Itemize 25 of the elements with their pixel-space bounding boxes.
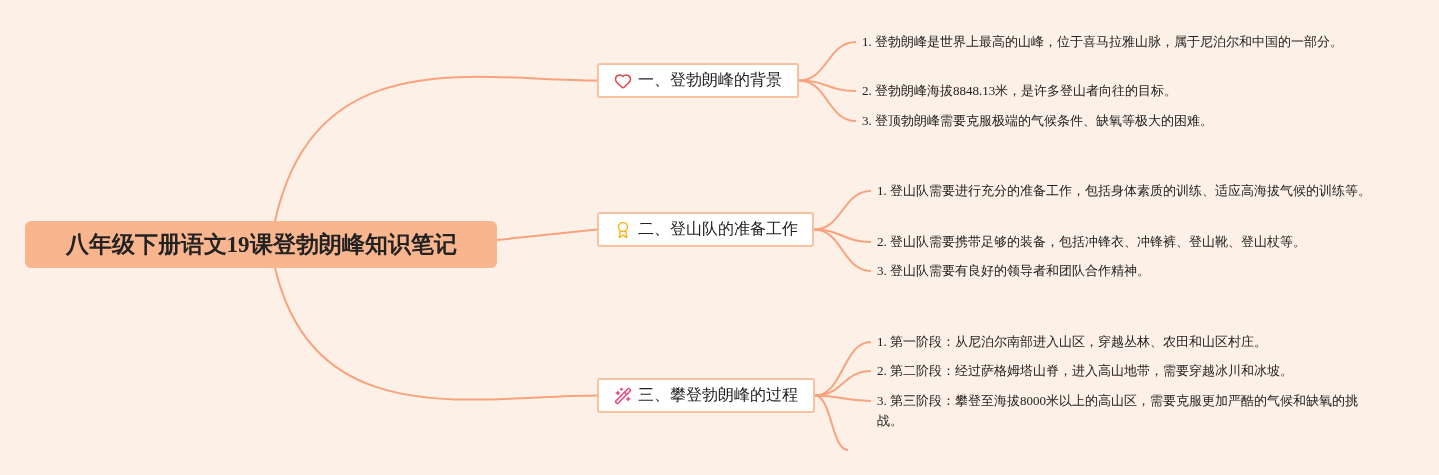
topic-text: 一、登勃朗峰的背景 [638, 70, 782, 90]
note-text: 2. 第二阶段：经过萨格姆塔山脊，进入高山地带，需要穿越冰川和冰坡。 [877, 361, 1377, 381]
topic-text: 三、攀登勃朗峰的过程 [638, 385, 798, 405]
connector-line [814, 394, 849, 451]
connector-line [496, 228, 598, 241]
branch-topic [597, 212, 814, 247]
topic-text: 二、登山队的准备工作 [637, 219, 798, 239]
note-text: 1. 第一阶段：从尼泊尔南部进入山区，穿越丛林、农田和山区村庄。 [877, 332, 1377, 352]
note-text: 1. 登山队需要进行充分的准备工作，包括身体素质的训练、适应高海拔气候的训练等。 [877, 181, 1377, 201]
connector-line [274, 267, 598, 401]
note-text: 3. 登山队需要有良好的领导者和团队合作精神。 [877, 261, 1377, 281]
note-text: 2. 登勃朗峰海拔8848.13米，是许多登山者向往的目标。 [862, 81, 1362, 101]
branch-topic [597, 63, 799, 98]
connector-line [813, 190, 872, 231]
note-text: 3. 登顶勃朗峰需要克服极端的气候条件、缺氧等极大的困难。 [862, 111, 1362, 131]
connector-line [813, 228, 872, 272]
connector-line [274, 75, 598, 222]
connector-line [798, 79, 857, 122]
note-text: 3. 第三阶段：攀登至海拔8000米以上的高山区，需要克服更加严酷的气候和缺氧的挑战。 [877, 391, 1377, 431]
note-text: 2. 登山队需要携带足够的装备，包括冲锋衣、冲锋裤、登山靴、登山杖等。 [877, 232, 1377, 252]
root-topic: 八年级下册语文19课登勃朗峰知识笔记 [25, 221, 497, 268]
branch-topic [597, 378, 815, 413]
note-text: 1. 登勃朗峰是世界上最高的山峰，位于喜马拉雅山脉，属于尼泊尔和中国的一部分。 [862, 32, 1362, 52]
connector-line [798, 41, 857, 82]
connector-line [814, 370, 872, 397]
